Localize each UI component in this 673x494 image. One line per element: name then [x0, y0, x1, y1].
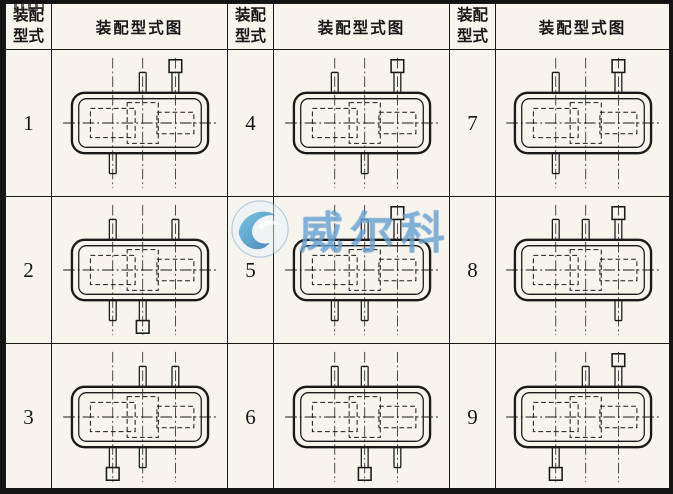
assembly-type-number-9: 9	[449, 343, 496, 488]
assembly-diagram-cell-7	[495, 49, 670, 197]
table-body: 1 4 7 2 5	[5, 49, 670, 489]
assembly-type-number-1: 1	[5, 49, 52, 197]
scan-artifact-text	[14, 4, 44, 11]
gearbox-assembly-diagram-9	[497, 345, 669, 489]
column-header-assembly-type-2: 装配型式	[227, 3, 274, 50]
table-row: 2 5 8	[5, 196, 670, 344]
assembly-type-number-5: 5	[227, 196, 274, 344]
assembly-type-number-7: 7	[449, 49, 496, 197]
column-header-assembly-diagram-1: 装配型式图	[51, 3, 228, 50]
assembly-type-number-3: 3	[5, 343, 52, 488]
assembly-type-number-2: 2	[5, 196, 52, 344]
assembly-diagram-cell-6	[273, 343, 450, 489]
assembly-diagram-cell-8	[495, 196, 670, 344]
assembly-type-number-6: 6	[227, 343, 274, 488]
assembly-diagram-cell-5	[273, 196, 450, 344]
gearbox-assembly-diagram-8	[497, 198, 669, 343]
assembly-diagram-cell-3	[51, 343, 228, 489]
gearbox-assembly-diagram-7	[497, 51, 669, 196]
table-header: 装配型式 装配型式图 装配型式 装配型式图 装配型式 装配型式图	[5, 3, 670, 50]
table-row: 1 4 7	[5, 49, 670, 197]
table-row: 3 6 9	[5, 343, 670, 489]
gearbox-assembly-diagram-2	[53, 198, 227, 343]
gearbox-assembly-diagram-5	[275, 198, 449, 343]
assembly-diagram-cell-2	[51, 196, 228, 344]
column-header-assembly-type-3: 装配型式	[449, 3, 496, 50]
assembly-type-table: 装配型式 装配型式图 装配型式 装配型式图 装配型式 装配型式图 1 4 7	[5, 3, 670, 489]
assembly-diagram-cell-1	[51, 49, 228, 197]
gearbox-assembly-diagram-3	[53, 345, 227, 489]
gearbox-assembly-diagram-4	[275, 51, 449, 196]
assembly-type-number-8: 8	[449, 196, 496, 344]
assembly-diagram-cell-9	[495, 343, 670, 489]
column-header-assembly-diagram-3: 装配型式图	[495, 3, 670, 50]
gearbox-assembly-diagram-6	[275, 345, 449, 489]
gearbox-assembly-diagram-1	[53, 51, 227, 196]
column-header-assembly-diagram-2: 装配型式图	[273, 3, 450, 50]
assembly-diagram-cell-4	[273, 49, 450, 197]
assembly-type-number-4: 4	[227, 49, 274, 197]
